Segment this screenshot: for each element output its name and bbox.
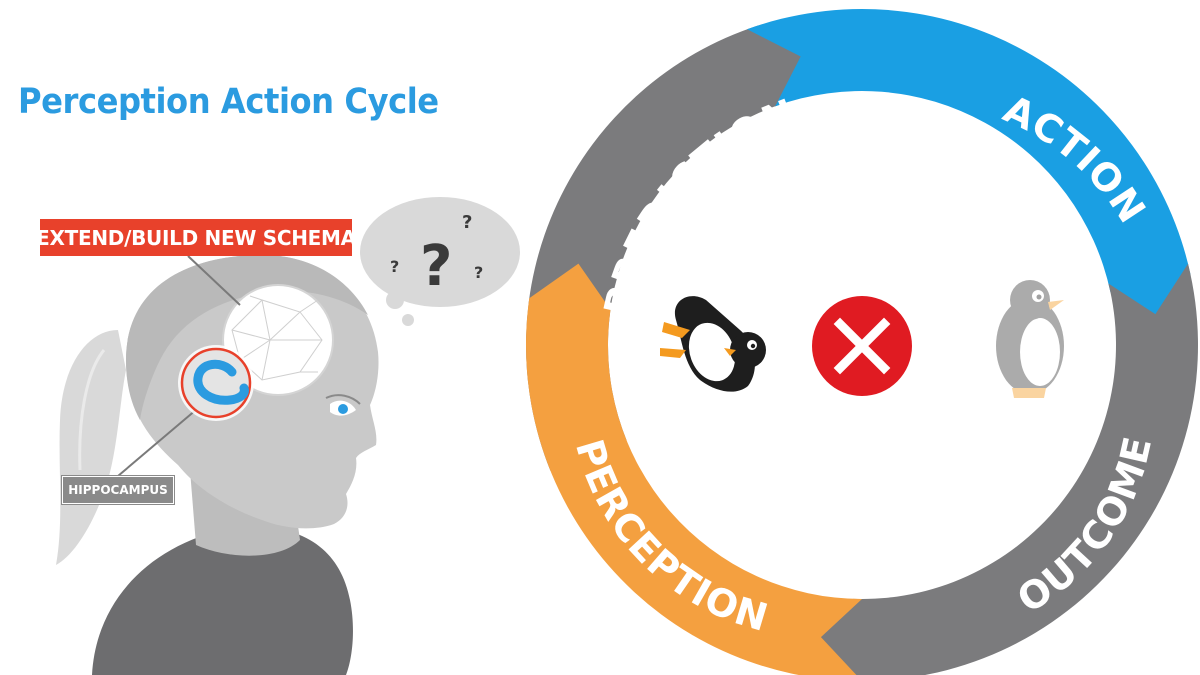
question-mark-small-2: ?: [462, 212, 472, 233]
question-mark-large: ?: [420, 234, 452, 299]
cycle-segment-perception: [526, 263, 862, 675]
faded-penguin-icon: [996, 280, 1064, 398]
hippocampus-label: HIPPOCAMPUS: [62, 476, 174, 504]
cycle-segment-outcome: [810, 263, 1198, 675]
x-mark-icon: [812, 296, 912, 396]
shoulders-shape: [92, 526, 353, 675]
penguin-icon: [660, 296, 766, 392]
question-mark-small-3: ?: [474, 263, 483, 282]
cycle-segment-action: [747, 9, 1191, 325]
ponytail-shape: [56, 330, 126, 565]
page-title: Perception Action Cycle: [18, 82, 439, 122]
schema-label: EXTEND/BUILD NEW SCHEMA: [36, 219, 356, 256]
thought-bubble: ? ? ? ?: [360, 197, 520, 326]
question-mark-small-1: ?: [390, 257, 399, 276]
